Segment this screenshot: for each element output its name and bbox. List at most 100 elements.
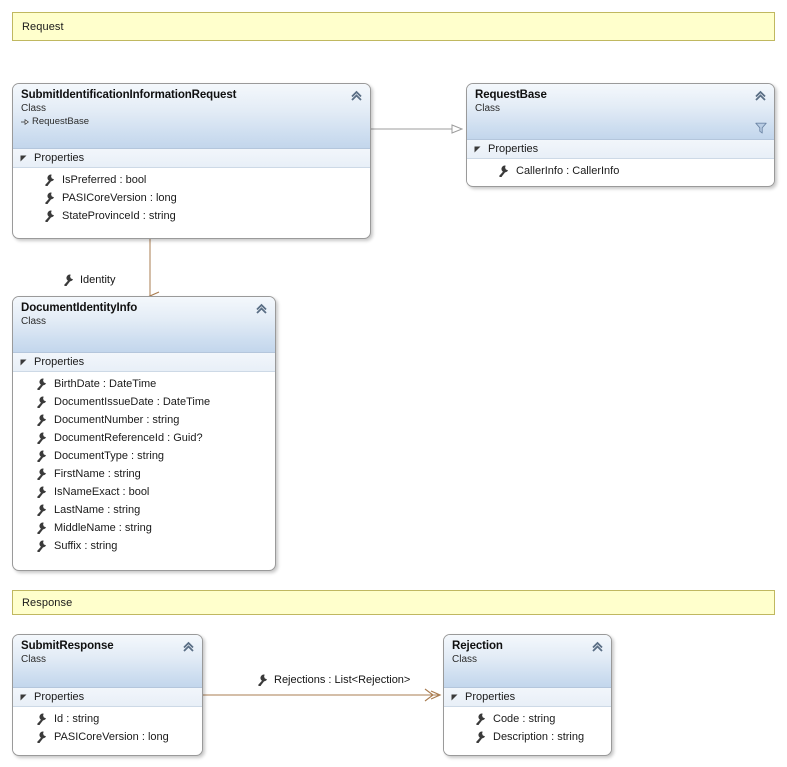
- triangle-expanded-icon[interactable]: [20, 358, 28, 366]
- rejections-association-label[interactable]: Rejections : List<Rejection>: [256, 674, 410, 686]
- properties-member-list: BirthDate : DateTime DocumentIssueDate :…: [13, 372, 275, 560]
- member-label: LastName : string: [54, 504, 141, 516]
- request-banner-label: Request: [22, 20, 64, 33]
- member-row[interactable]: BirthDate : DateTime: [13, 375, 275, 393]
- member-label: DocumentNumber : string: [54, 414, 180, 426]
- wrench-icon: [37, 378, 46, 390]
- wrench-icon: [499, 165, 508, 177]
- member-row[interactable]: DocumentIssueDate : DateTime: [13, 393, 275, 411]
- member-row[interactable]: CallerInfo : CallerInfo: [467, 162, 774, 180]
- properties-compartment-header[interactable]: Properties: [13, 149, 370, 168]
- compartment-title-label: Properties: [34, 356, 85, 368]
- member-label: CallerInfo : CallerInfo: [516, 165, 620, 177]
- request-comment-banner[interactable]: Request: [12, 12, 775, 41]
- member-row[interactable]: IsNameExact : bool: [13, 483, 275, 501]
- response-comment-banner[interactable]: Response: [12, 590, 775, 615]
- member-label: PASICoreVersion : long: [62, 192, 177, 204]
- wrench-icon: [45, 192, 54, 204]
- class-header: SubmitResponse Class: [13, 635, 202, 688]
- class-header: RequestBase Class: [467, 84, 774, 140]
- class-header: SubmitIdentificationInformationRequest C…: [13, 84, 370, 149]
- funnel-icon[interactable]: [755, 122, 767, 134]
- class-rejection[interactable]: Rejection Class Properties Code : string: [443, 634, 612, 756]
- compartment-title-label: Properties: [488, 143, 539, 155]
- class-stereotype: Class: [21, 654, 47, 665]
- wrench-icon: [37, 522, 46, 534]
- member-row[interactable]: Id : string: [13, 710, 202, 728]
- class-submit-identification-information-request[interactable]: SubmitIdentificationInformationRequest C…: [12, 83, 371, 239]
- properties-member-list: Id : string PASICoreVersion : long: [13, 707, 202, 751]
- wrench-icon: [37, 713, 46, 725]
- member-row[interactable]: DocumentReferenceId : Guid?: [13, 429, 275, 447]
- inheritance-arrow-icon: [21, 119, 29, 125]
- wrench-icon: [258, 674, 267, 686]
- chevron-up-icon[interactable]: [350, 90, 363, 102]
- class-title: RequestBase: [475, 89, 547, 101]
- properties-compartment-header[interactable]: Properties: [13, 688, 202, 707]
- triangle-expanded-icon[interactable]: [451, 693, 459, 701]
- member-label: Id : string: [54, 713, 100, 725]
- properties-compartment-header[interactable]: Properties: [467, 140, 774, 159]
- rejections-association-connector[interactable]: [203, 688, 442, 702]
- association-label-text: Rejections : List<Rejection>: [274, 674, 411, 686]
- compartment-title-label: Properties: [34, 691, 85, 703]
- properties-compartment-header[interactable]: Properties: [13, 353, 275, 372]
- member-row[interactable]: PASICoreVersion : long: [13, 728, 202, 746]
- member-row[interactable]: Code : string: [444, 710, 611, 728]
- class-stereotype: Class: [452, 654, 478, 665]
- wrench-icon: [45, 174, 54, 186]
- wrench-icon: [37, 450, 46, 462]
- member-label: IsNameExact : bool: [54, 486, 150, 498]
- wrench-icon: [37, 731, 46, 743]
- member-row[interactable]: DocumentNumber : string: [13, 411, 275, 429]
- member-label: BirthDate : DateTime: [54, 378, 157, 390]
- member-label: DocumentReferenceId : Guid?: [54, 432, 203, 444]
- class-title: Rejection: [452, 640, 503, 652]
- class-stereotype: Class: [21, 103, 47, 114]
- member-row[interactable]: LastName : string: [13, 501, 275, 519]
- class-document-identity-info[interactable]: DocumentIdentityInfo Class Properties Bi…: [12, 296, 276, 571]
- member-row[interactable]: MiddleName : string: [13, 519, 275, 537]
- properties-member-list: Code : string Description : string: [444, 707, 611, 751]
- chevron-up-icon[interactable]: [591, 641, 604, 653]
- member-label: Description : string: [493, 731, 585, 743]
- member-row[interactable]: StateProvinceId : string: [13, 207, 370, 225]
- member-row[interactable]: FirstName : string: [13, 465, 275, 483]
- chevron-up-icon[interactable]: [255, 303, 268, 315]
- member-label: MiddleName : string: [54, 522, 152, 534]
- class-submit-response[interactable]: SubmitResponse Class Properties Id : str…: [12, 634, 203, 756]
- chevron-up-icon[interactable]: [754, 90, 767, 102]
- member-row[interactable]: Suffix : string: [13, 537, 275, 555]
- class-stereotype: Class: [475, 103, 501, 114]
- triangle-expanded-icon[interactable]: [474, 145, 482, 153]
- class-base-reference: RequestBase: [21, 116, 362, 128]
- class-title: SubmitIdentificationInformationRequest: [21, 89, 237, 101]
- association-label-text: Identity: [80, 274, 116, 286]
- identity-association-label[interactable]: Identity: [62, 274, 115, 286]
- triangle-expanded-icon[interactable]: [20, 154, 28, 162]
- properties-member-list: IsPreferred : bool PASICoreVersion : lon…: [13, 168, 370, 230]
- triangle-expanded-icon[interactable]: [20, 693, 28, 701]
- wrench-icon: [476, 731, 485, 743]
- chevron-up-icon[interactable]: [182, 641, 195, 653]
- member-row[interactable]: DocumentType : string: [13, 447, 275, 465]
- properties-compartment-header[interactable]: Properties: [444, 688, 611, 707]
- member-row[interactable]: Description : string: [444, 728, 611, 746]
- wrench-icon: [37, 414, 46, 426]
- member-label: Suffix : string: [54, 540, 118, 552]
- member-row[interactable]: PASICoreVersion : long: [13, 189, 370, 207]
- class-title: SubmitResponse: [21, 640, 114, 652]
- wrench-icon: [64, 274, 73, 286]
- wrench-icon: [37, 432, 46, 444]
- wrench-icon: [37, 504, 46, 516]
- class-request-base[interactable]: RequestBase Class Properties CallerInfo …: [466, 83, 775, 187]
- class-header: Rejection Class: [444, 635, 611, 688]
- wrench-icon: [37, 396, 46, 408]
- wrench-icon: [37, 468, 46, 480]
- member-label: IsPreferred : bool: [62, 174, 147, 186]
- member-row[interactable]: IsPreferred : bool: [13, 171, 370, 189]
- class-header: DocumentIdentityInfo Class: [13, 297, 275, 353]
- class-title: DocumentIdentityInfo: [21, 302, 138, 314]
- wrench-icon: [37, 486, 46, 498]
